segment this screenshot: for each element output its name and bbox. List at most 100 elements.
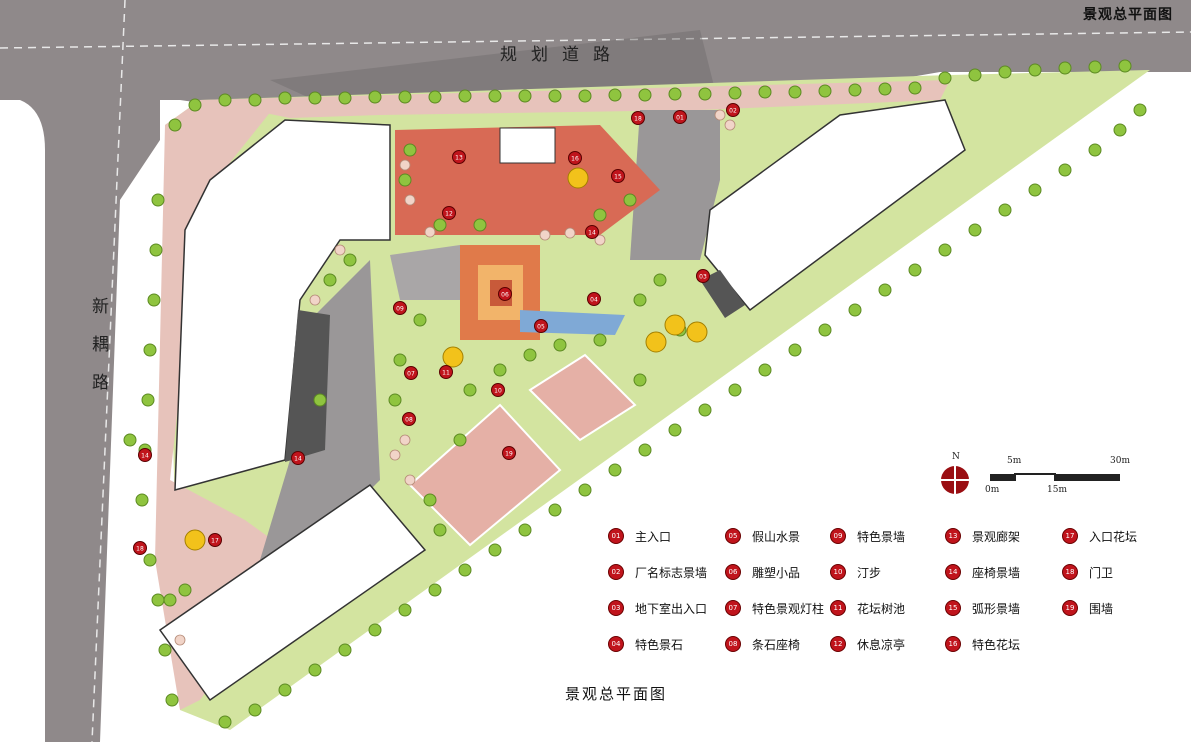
map-marker-13: 13 xyxy=(452,150,466,164)
map-marker-14: 14 xyxy=(291,451,305,465)
map-marker-05: 05 xyxy=(534,319,548,333)
building-south xyxy=(158,483,427,702)
pink-shrubs xyxy=(174,109,736,646)
svg-text:07: 07 xyxy=(407,371,415,378)
legend-label: 景观廊架 xyxy=(972,529,1021,544)
legend-item: 16 特色花坛 xyxy=(945,626,1020,662)
map-marker-15: 15 xyxy=(611,169,625,183)
map-marker-04: 04 xyxy=(587,292,601,306)
road-top xyxy=(0,0,1191,110)
parking-right xyxy=(630,110,720,260)
svg-text:03: 03 xyxy=(699,274,707,281)
svg-text:14: 14 xyxy=(294,456,302,463)
svg-text:05: 05 xyxy=(537,324,545,331)
legend-marker: 04 xyxy=(608,636,624,652)
legend-item: 17 入口花坛 xyxy=(1062,518,1137,554)
building-stair-west xyxy=(285,310,330,462)
road-centerline-top xyxy=(0,31,1191,49)
building-west xyxy=(174,119,391,491)
road-centerline-left xyxy=(91,0,126,742)
sidewalk-curve xyxy=(0,100,45,742)
legend-label: 地下室出入口 xyxy=(635,601,708,616)
road-label-left-char: 新 xyxy=(92,297,109,317)
legend-marker: 17 xyxy=(1062,528,1078,544)
legend-label: 特色景观灯柱 xyxy=(752,601,825,616)
legend-marker: 02 xyxy=(608,564,624,580)
svg-text:15: 15 xyxy=(614,174,622,181)
legend-label: 弧形景墙 xyxy=(972,601,1021,616)
basketball-court xyxy=(408,403,562,547)
map-marker-11: 11 xyxy=(439,365,453,379)
plaza-pavilion xyxy=(499,127,556,164)
map-marker-18: 18 xyxy=(631,111,645,125)
legend-marker: 07 xyxy=(725,600,741,616)
legend-label: 座椅景墙 xyxy=(972,565,1021,580)
legend-label: 入口花坛 xyxy=(1089,529,1138,544)
road-label-left-char: 耦 xyxy=(92,335,109,355)
map-marker-19: 19 xyxy=(502,446,516,460)
legend-label: 厂名标志景墙 xyxy=(635,565,708,580)
legend-item: 18 门卫 xyxy=(1062,554,1137,590)
legend-label: 特色花坛 xyxy=(972,637,1021,652)
bottom-title: 景观总平面图 xyxy=(565,685,668,703)
legend-marker: 18 xyxy=(1062,564,1078,580)
scale-label-30m: 30m xyxy=(1110,456,1130,466)
svg-text:18: 18 xyxy=(136,546,144,553)
north-label: N xyxy=(952,452,960,462)
map-marker-14: 14 xyxy=(585,225,599,239)
map-marker-16: 16 xyxy=(568,151,582,165)
map-marker-14: 14 xyxy=(138,448,152,462)
legend-label: 条石座椅 xyxy=(752,637,801,652)
svg-text:14: 14 xyxy=(141,453,149,460)
svg-text:12: 12 xyxy=(445,211,453,218)
legend-label: 门卫 xyxy=(1089,565,1114,580)
legend-marker: 01 xyxy=(608,528,624,544)
road-label-top: 规划道路 xyxy=(500,45,624,65)
legend-label: 特色景墙 xyxy=(857,529,906,544)
map-marker-02: 02 xyxy=(726,103,740,117)
tennis-court xyxy=(528,353,637,442)
legend-label: 雕塑小品 xyxy=(752,565,801,580)
legend-marker: 13 xyxy=(945,528,961,544)
legend-label: 主入口 xyxy=(635,529,672,544)
svg-text:16: 16 xyxy=(571,156,579,163)
legend-marker: 10 xyxy=(830,564,846,580)
yellow-tree xyxy=(184,167,708,551)
legend-marker: 19 xyxy=(1062,600,1078,616)
svg-text:10: 10 xyxy=(494,388,502,395)
road-label-left: 新 耦 路 xyxy=(92,288,112,402)
legend-label: 假山水景 xyxy=(752,529,801,544)
legend-marker: 16 xyxy=(945,636,961,652)
svg-text:19: 19 xyxy=(505,451,513,458)
map-marker-17: 17 xyxy=(208,533,222,547)
svg-text:17: 17 xyxy=(211,538,219,545)
legend-marker: 09 xyxy=(830,528,846,544)
legend-item: 06 雕塑小品 xyxy=(725,554,824,590)
building-stair-east xyxy=(700,270,745,318)
map-marker-03: 03 xyxy=(696,269,710,283)
corner-title: 景观总平面图 xyxy=(1083,7,1173,23)
scale-label-15m: 15m xyxy=(1047,485,1067,495)
svg-text:13: 13 xyxy=(455,155,463,162)
svg-text:14: 14 xyxy=(588,230,596,237)
map-marker-07: 07 xyxy=(404,366,418,380)
svg-text:18: 18 xyxy=(634,116,642,123)
svg-text:09: 09 xyxy=(396,306,404,313)
legend-label: 花坛树池 xyxy=(857,601,906,616)
legend-marker: 15 xyxy=(945,600,961,616)
road-label-left-char: 路 xyxy=(92,373,109,393)
map-marker-09: 09 xyxy=(393,301,407,315)
legend-marker: 06 xyxy=(725,564,741,580)
